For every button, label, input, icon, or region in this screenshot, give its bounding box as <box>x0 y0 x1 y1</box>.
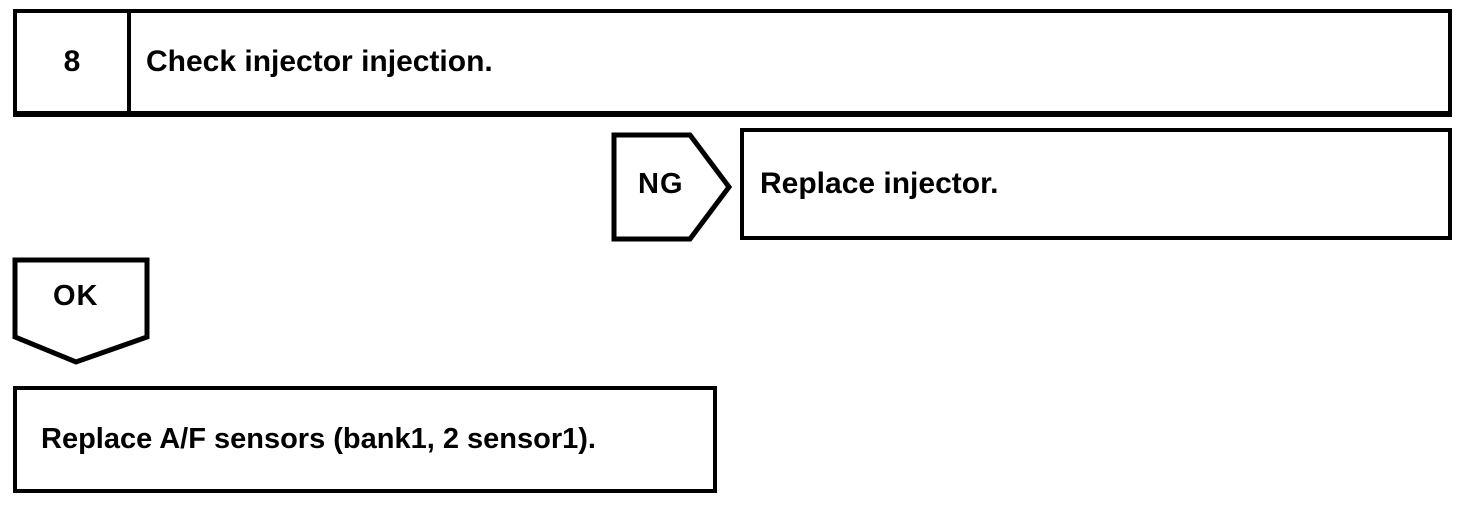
ok-action-box: Replace A/F sensors (bank1, 2 sensor1). <box>13 386 717 493</box>
step-header-box: 8 Check injector injection. <box>13 9 1452 117</box>
ok-action-text: Replace A/F sensors (bank1, 2 sensor1). <box>41 423 596 455</box>
ng-connector: NG <box>608 129 734 245</box>
step-number: 8 <box>17 13 131 111</box>
step-instruction: Check injector injection. <box>146 45 493 78</box>
ng-action-box: Replace injector. <box>740 128 1452 240</box>
ok-label: OK <box>53 280 99 312</box>
ok-connector: OK <box>10 255 152 367</box>
ng-pentagon-right-icon <box>611 132 733 242</box>
ng-action-text: Replace injector. <box>760 167 999 200</box>
ng-label: NG <box>638 168 684 200</box>
ok-pentagon-down-icon <box>12 257 150 365</box>
